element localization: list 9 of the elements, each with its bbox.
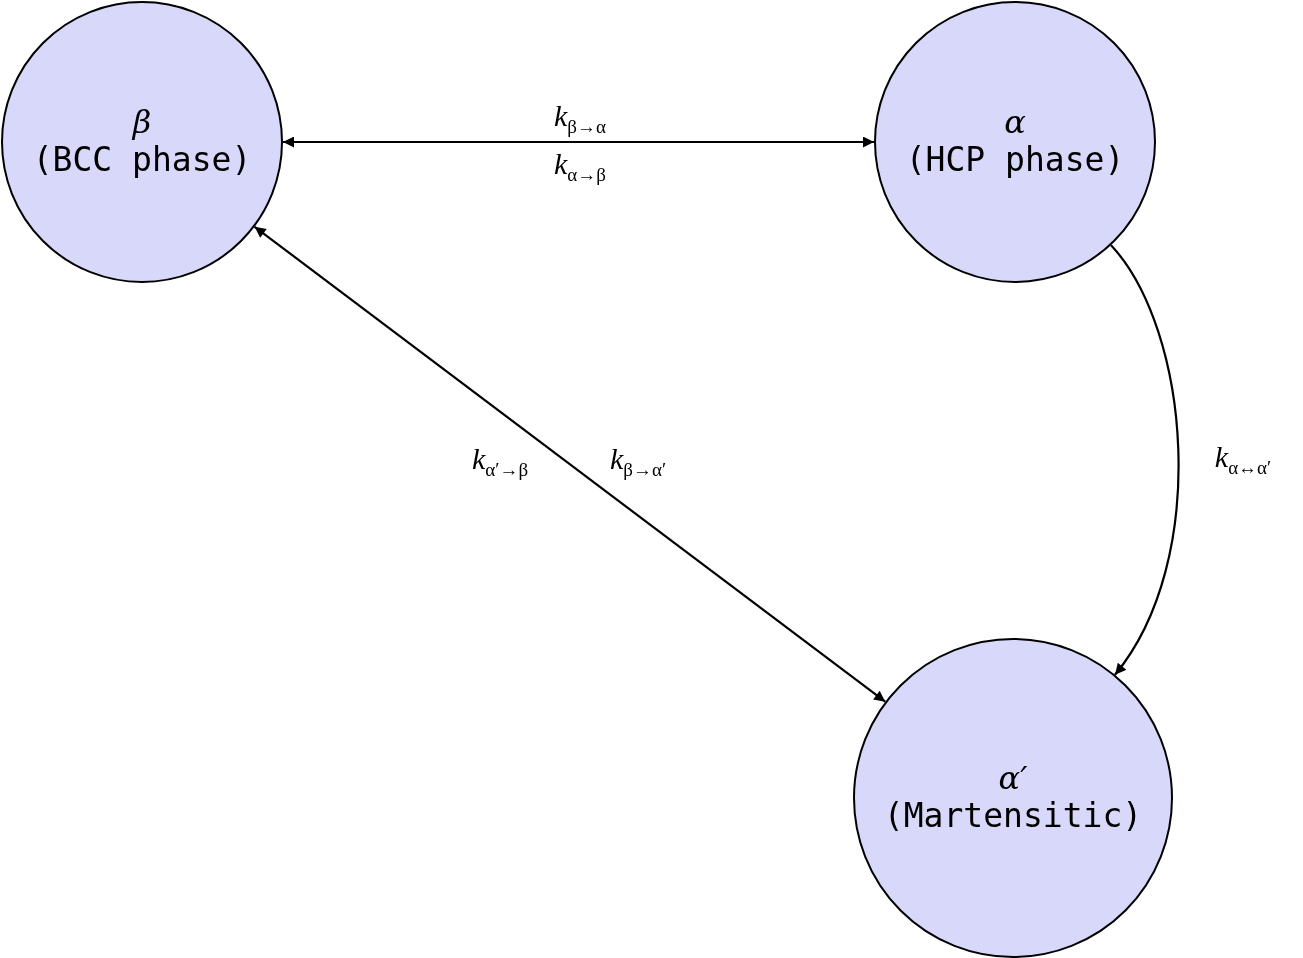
phase-symbol: α	[1004, 104, 1026, 140]
arrow	[283, 136, 874, 148]
phase-symbol: α′	[998, 760, 1028, 796]
arrow	[253, 225, 886, 703]
phase-symbol: β	[132, 104, 152, 140]
phase-name: (Martensitic)	[883, 795, 1143, 836]
phase-name: (HCP phase)	[905, 139, 1125, 180]
phase-name: (BCC phase)	[32, 139, 252, 180]
arrow	[1110, 244, 1180, 676]
